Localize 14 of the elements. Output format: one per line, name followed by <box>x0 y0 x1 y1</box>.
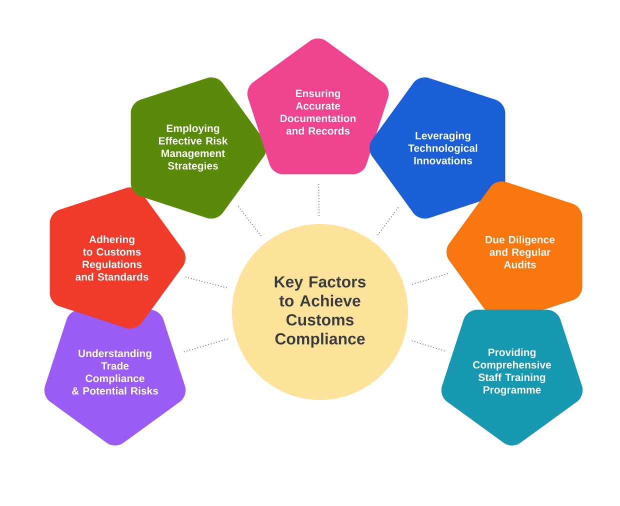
pentagon-box: Due Diligence and Regular Audits <box>446 181 582 323</box>
pentagon-box: Leveraging Technological Innovations <box>370 77 506 219</box>
connector-line <box>411 340 446 352</box>
pentagon-box: Employing Effective Risk Management Strategies <box>130 77 266 219</box>
connector-line <box>184 276 228 288</box>
connector-line <box>237 205 262 236</box>
pentagon-box: Providing Comprehensive Staff Training Programme <box>441 310 583 446</box>
pentagon-box: Adhering to Customs Regulations and Standards <box>50 187 186 329</box>
pentagon-box: Understanding Trade Compliance & Potential Risks <box>44 310 186 446</box>
connector-line <box>377 206 400 236</box>
pentagon-box: Ensuring Accurate Documentation and Records <box>247 38 389 174</box>
connector-line <box>182 338 228 353</box>
connector-line <box>412 272 450 285</box>
connector-line <box>318 182 320 216</box>
